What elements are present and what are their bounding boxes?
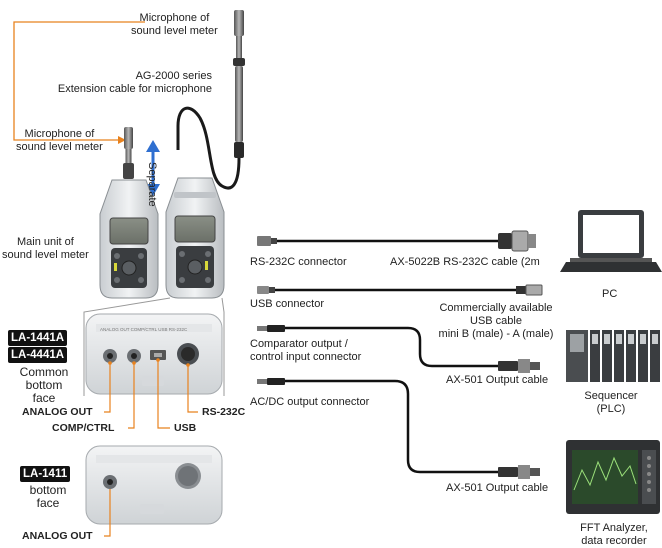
left-microphone	[123, 127, 134, 179]
acdc-output-cable	[257, 378, 540, 479]
model-badge-la1411: LA-1411	[20, 466, 71, 482]
sequencer-label-line1: Sequencer	[584, 390, 638, 402]
comparator-output-cable	[257, 325, 540, 373]
separate-arrow-icon	[146, 140, 160, 196]
main-unit-label: Main unit of sound level meter	[2, 236, 89, 262]
mic-top-label-line2: sound level meter	[131, 25, 218, 37]
main-unit-left	[99, 179, 159, 299]
sequencer-label-line2: (PLC)	[596, 403, 626, 415]
callout-mic-line	[13, 21, 145, 144]
common-face-caption-line2: bottom	[25, 378, 63, 392]
fft-label-line2: data recorder	[581, 535, 647, 547]
sequencer-plc-icon	[566, 330, 660, 382]
port-label-usb: USB	[174, 422, 197, 434]
output-cable-2-label: AX-501 Output cable	[446, 482, 549, 494]
la1411-bottom-face-panel	[85, 445, 223, 537]
usb-cable-label-line3: mini B (male) - A (male)	[438, 328, 554, 340]
port-label-rs232c: RS-232C	[202, 406, 246, 418]
port-label-comp-ctrl: COMP/CTRL	[52, 422, 115, 434]
svg-text:ANALOG OUT COMP/CTRL USB: ANALOG OUT COMP/CTRL USB RS-232C	[100, 327, 188, 332]
common-bottom-face-panel: ANALOG OUT COMP/CTRL USB RS-232C	[85, 313, 223, 395]
fft-label-line1: FFT Analyzer,	[580, 522, 648, 534]
port-callouts	[104, 360, 198, 429]
rs232c-connector-label: RS-232C connector	[250, 256, 347, 268]
mic-left-label-line1: Microphone of	[24, 128, 95, 140]
output-cable-1-label: AX-501 Output cable	[446, 374, 549, 386]
la1411-face-caption: bottom face	[20, 484, 76, 510]
mic-top-label-line1: Microphone of	[139, 12, 210, 24]
model-badge-la4441a: LA-4441A	[8, 347, 68, 363]
main-unit-right	[165, 177, 225, 299]
la1411-face-caption-line2: face	[36, 496, 60, 510]
comparator-label-line2: control input connector	[250, 351, 362, 363]
mic-left-label: Microphone of sound level meter	[16, 128, 103, 154]
comparator-label: Comparator output / control input connec…	[250, 338, 361, 364]
main-unit-label-line2: sound level meter	[2, 249, 89, 261]
extension-cable-label: AG-2000 series Extension cable for micro…	[40, 70, 212, 96]
extension-microphone	[176, 10, 245, 190]
mic-left-label-line2: sound level meter	[16, 141, 103, 153]
pc-label: PC	[602, 288, 618, 300]
main-unit-label-line1: Main unit of	[16, 236, 74, 248]
fft-analyzer-icon	[566, 440, 660, 514]
usb-cable-label-line2: USB cable	[470, 315, 522, 327]
usb-cable	[257, 284, 543, 296]
comparator-label-line1: Comparator output /	[250, 338, 348, 350]
usb-connector-label: USB connector	[250, 298, 324, 310]
separate-label: Separate	[146, 162, 158, 207]
common-face-caption: Common bottom face	[14, 366, 74, 405]
la1411-face-caption-line1: bottom	[29, 483, 67, 497]
rs232c-cable	[257, 230, 536, 252]
common-face-caption-line1: Common	[19, 365, 69, 379]
usb-cable-label: Commercially available USB cable mini B …	[426, 302, 566, 341]
acdc-label: AC/DC output connector	[250, 396, 370, 408]
la1411-port-label-analog-out: ANALOG OUT	[22, 530, 93, 542]
extension-cable-label-line2: Extension cable for microphone	[57, 83, 212, 95]
extension-cable-label-line1: AG-2000 series	[135, 70, 212, 82]
sequencer-label: Sequencer (PLC)	[580, 390, 642, 416]
face-callout-lines	[83, 297, 225, 396]
rs232c-cable-label: AX-5022B RS-232C cable (2m	[390, 256, 540, 268]
common-face-caption-line3: face	[32, 391, 56, 405]
usb-cable-label-line1: Commercially available	[439, 302, 553, 314]
port-label-analog-out: ANALOG OUT	[22, 406, 93, 418]
fft-label: FFT Analyzer, data recorder	[570, 522, 658, 548]
pc-laptop-icon	[560, 210, 662, 272]
mic-top-label: Microphone of sound level meter	[131, 12, 218, 38]
model-badge-la1441a: LA-1441A	[8, 330, 68, 346]
